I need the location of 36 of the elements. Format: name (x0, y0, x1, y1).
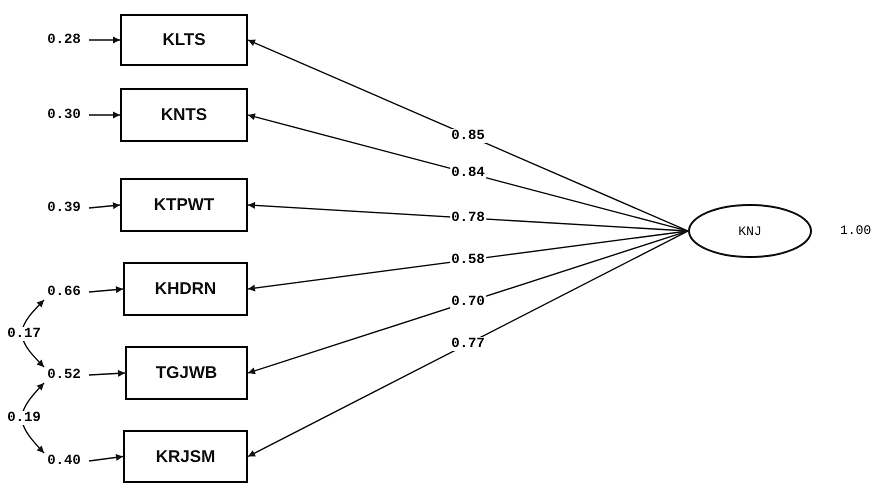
error-variance-value: 0.52 (47, 367, 81, 383)
variable-label: KLTS (162, 30, 206, 50)
edge-label: 0.85 (450, 128, 486, 142)
variance-value: 1.00 (840, 223, 872, 238)
path-arrow (89, 36, 120, 44)
path-arrow (248, 230, 688, 374)
observed-variable-box (125, 346, 248, 400)
observed-variable-box (123, 262, 248, 316)
path-arrow (88, 286, 124, 294)
error-variance-value: 0.39 (47, 200, 81, 216)
error-variance-value: 0.66 (47, 284, 81, 300)
variable-label: KNJ (738, 224, 762, 238)
path-arrow (89, 112, 120, 118)
variable-label: KTPWT (154, 195, 214, 215)
edge-label: 0.17 (6, 326, 42, 340)
path-arrow (248, 230, 688, 458)
variable-label: KHDRN (154, 279, 216, 299)
latent-variable-ellipse (688, 204, 812, 258)
error-variance-value: 0.40 (47, 453, 81, 469)
edge-label: 0.19 (6, 411, 42, 425)
path-arrow (88, 454, 124, 462)
observed-variable-box (120, 178, 248, 232)
variable-label: KRJSM (156, 446, 216, 466)
path-arrow (88, 370, 126, 377)
path-arrow (88, 202, 120, 210)
error-variance-value: 0.28 (47, 32, 81, 48)
edge-label: 0.70 (450, 295, 486, 309)
variable-label: KNTS (160, 105, 208, 125)
path-arrow (248, 39, 688, 232)
error-variance-value: 0.30 (47, 107, 81, 123)
variable-label: TGJWB (156, 363, 218, 383)
observed-variable-box (123, 430, 248, 483)
observed-variable-box (120, 14, 248, 66)
edge-label: 0.77 (450, 336, 486, 351)
observed-variable-box (120, 88, 248, 142)
edge-label: 0.84 (450, 166, 486, 180)
